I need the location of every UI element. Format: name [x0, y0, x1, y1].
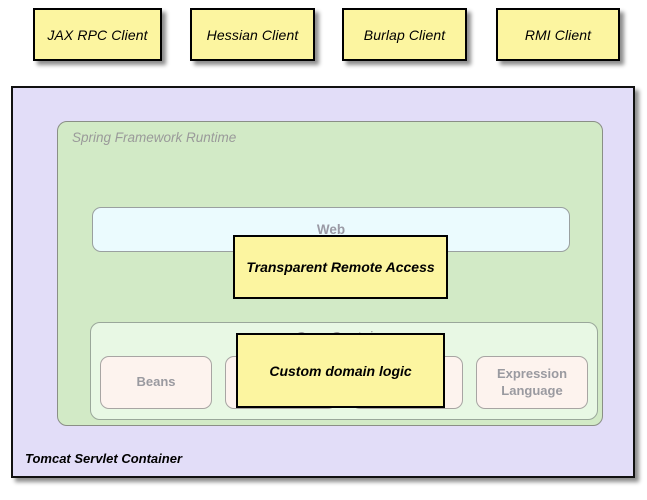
client-box-label: Hessian Client: [206, 26, 299, 43]
tomcat-servlet-container[interactable]: Spring Framework Runtime Web Core Contai…: [11, 86, 635, 478]
web-layer-label: Web: [316, 222, 346, 237]
client-box-hessian[interactable]: Hessian Client: [190, 8, 315, 61]
client-box-label: JAX RPC Client: [47, 26, 148, 43]
client-box-burlap[interactable]: Burlap Client: [342, 8, 467, 61]
custom-domain-logic-box[interactable]: Custom domain logic: [236, 333, 445, 408]
transparent-remote-access-label: Transparent Remote Access: [246, 259, 435, 275]
custom-domain-logic-label: Custom domain logic: [269, 362, 412, 379]
spring-framework-runtime-label: Spring Framework Runtime: [72, 130, 237, 145]
core-module-beans[interactable]: Beans: [100, 356, 212, 409]
tomcat-servlet-container-label: Tomcat Servlet Container: [25, 451, 183, 466]
client-box-jax-rpc[interactable]: JAX RPC Client: [33, 8, 162, 61]
client-box-label: Burlap Client: [363, 26, 446, 43]
transparent-remote-access-box[interactable]: Transparent Remote Access: [233, 235, 448, 299]
core-module-label: Beans: [136, 374, 176, 390]
client-box-label: RMI Client: [524, 26, 592, 43]
client-box-rmi[interactable]: RMI Client: [496, 8, 620, 61]
core-module-expression-language[interactable]: Expression Language: [475, 356, 588, 409]
core-module-label: Expression Language: [496, 366, 568, 398]
